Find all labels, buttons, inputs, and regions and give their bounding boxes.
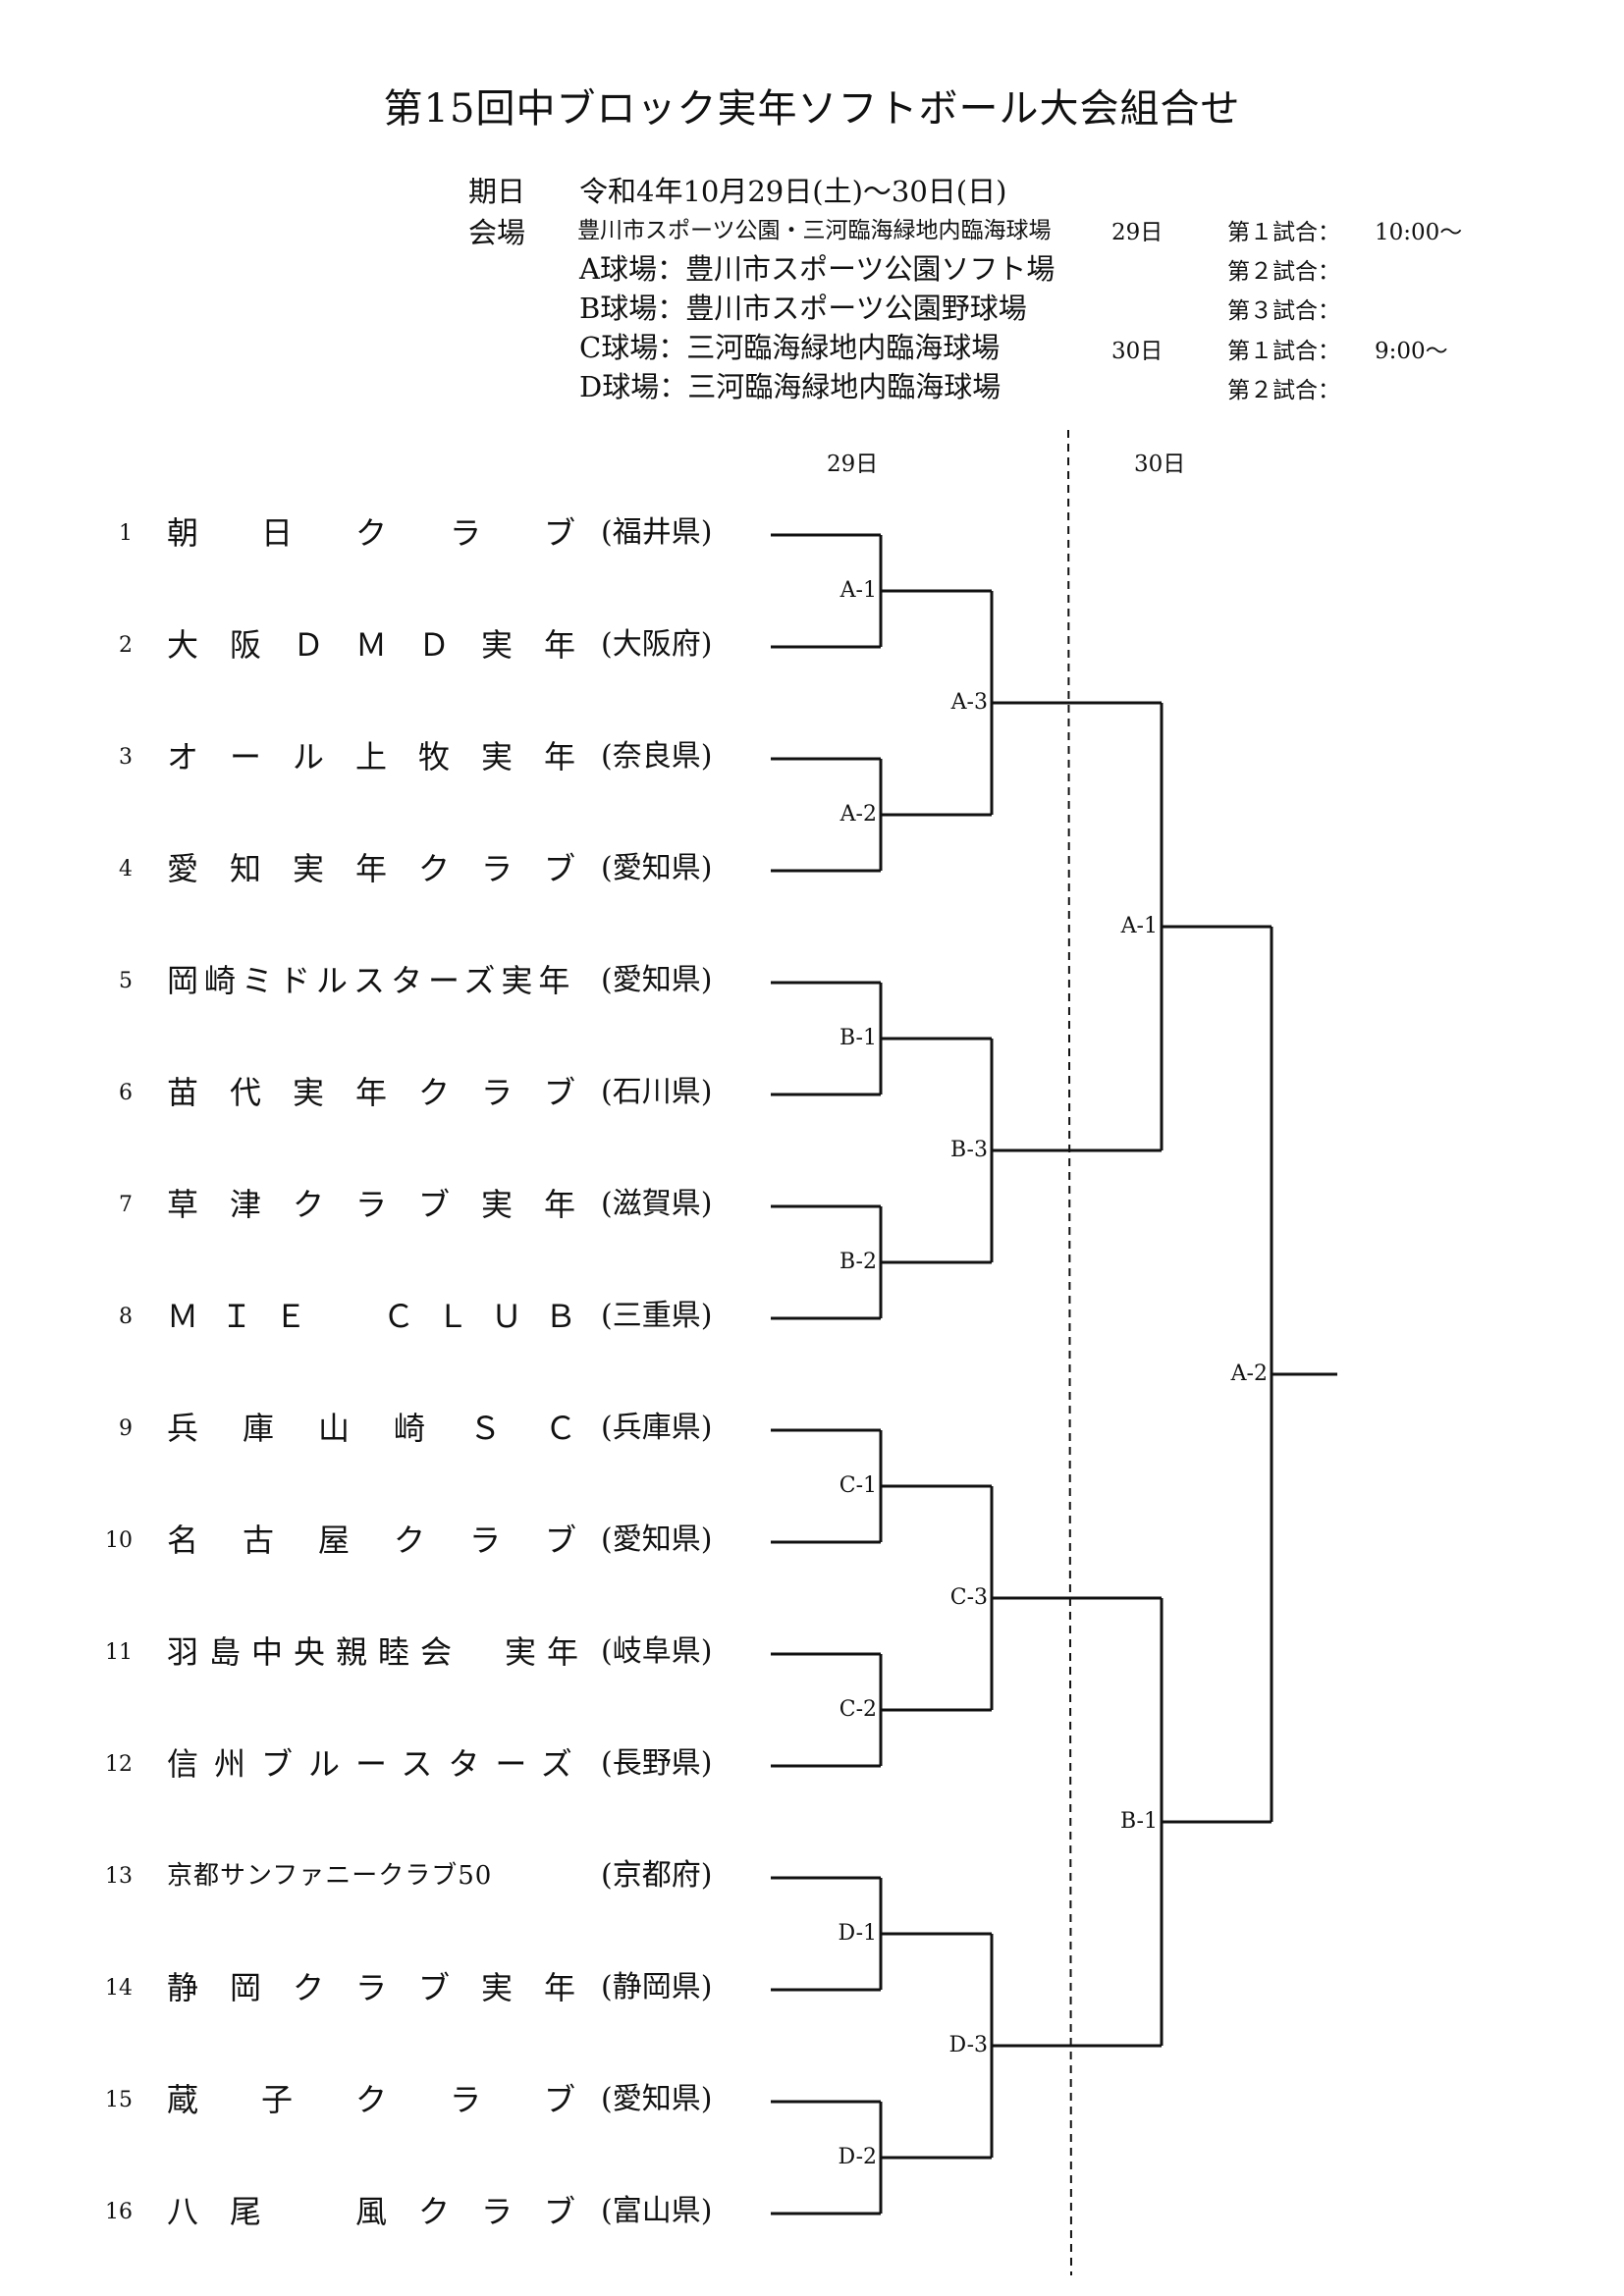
match-label: B-3: [935, 1138, 990, 1163]
game-label: 第１試合：: [1227, 339, 1340, 364]
team-prefecture: (愛知県): [601, 1522, 713, 1557]
team-prefecture: (大阪府): [601, 627, 713, 662]
page-title: 第15回中ブロック実年ソフトボール大会組合せ: [383, 86, 1241, 132]
team-prefecture: (長野県): [601, 1746, 713, 1781]
team-prefecture: (福井県): [601, 515, 713, 550]
field-d: D球場：三河臨海緑地内臨海球場: [579, 370, 1001, 403]
team-name: 苗代実年クラブ: [167, 1074, 608, 1111]
team-name: 朝 日 ク ラ ブ: [167, 514, 592, 552]
team-prefecture: (岐阜県): [601, 1634, 713, 1669]
match-label: A-1: [824, 578, 879, 604]
match-label: A-2: [824, 802, 879, 828]
match-label: B-2: [824, 1250, 879, 1275]
team-name: 大阪ＤＭＤ実年: [167, 626, 608, 664]
game-label: 第３試合：: [1227, 298, 1340, 324]
game-time: 9:00～: [1375, 339, 1448, 364]
team-number: 1: [119, 521, 133, 546]
match-label: A-1: [1105, 914, 1160, 939]
match-label: B-1: [824, 1026, 879, 1051]
team-number: 8: [119, 1305, 133, 1329]
game-time: 10:00～: [1375, 220, 1463, 245]
team-number: 2: [119, 633, 133, 658]
team-prefecture: (三重県): [601, 1299, 713, 1333]
team-prefecture: (滋賀県): [601, 1187, 713, 1221]
day-divider-line: [1067, 429, 1072, 2276]
match-label: A-3: [935, 690, 990, 716]
team-name: 羽島中央親睦会 実年: [167, 1633, 590, 1671]
team-prefecture: (京都府): [601, 1858, 713, 1893]
team-name: 草津クラブ実年: [167, 1186, 608, 1223]
date-label: 期日: [468, 175, 526, 208]
bracket-header-day-29: 29日: [827, 452, 879, 477]
field-a: A球場：豊川市スポーツ公園ソフト場: [579, 252, 1056, 286]
team-number: 7: [119, 1193, 133, 1217]
team-name: 京都サンファニークラブ50: [167, 1861, 493, 1891]
team-name: 名古屋クラブ: [167, 1522, 622, 1559]
match-label: B-1: [1105, 1809, 1160, 1835]
schedule-day-30: 30日: [1111, 339, 1164, 364]
team-prefecture: (愛知県): [601, 851, 713, 885]
match-label: D-3: [935, 2033, 990, 2058]
team-name: 兵庫山崎ＳＣ: [167, 1410, 622, 1447]
team-name: 八尾 風クラブ: [167, 2193, 608, 2230]
team-prefecture: (富山県): [601, 2194, 713, 2228]
team-number: 9: [119, 1416, 133, 1441]
team-name: ＭＩＥ ＣＬＵＢ: [167, 1298, 600, 1335]
field-b: B球場：豊川市スポーツ公園野球場: [579, 292, 1027, 325]
game-label: 第２試合：: [1227, 378, 1340, 403]
team-prefecture: (兵庫県): [601, 1411, 713, 1445]
team-number: 16: [105, 2200, 133, 2224]
match-label: A-2: [1215, 1362, 1270, 1387]
game-label: 第１試合：: [1227, 220, 1340, 245]
team-prefecture: (奈良県): [601, 739, 713, 774]
game-label: 第２試合：: [1227, 259, 1340, 285]
team-name: 岡崎ミドルスターズ実年: [167, 962, 576, 999]
match-label: C-3: [935, 1585, 990, 1611]
bracket-header-day-30: 30日: [1134, 452, 1186, 477]
team-prefecture: (愛知県): [601, 2082, 713, 2116]
team-number: 14: [105, 1976, 133, 2001]
team-prefecture: (石川県): [601, 1075, 713, 1109]
team-number: 3: [119, 745, 133, 770]
schedule-day-29: 29日: [1111, 220, 1164, 245]
team-name: 信州ブルースターズ: [167, 1745, 588, 1783]
team-number: 15: [105, 2088, 133, 2112]
team-number: 12: [105, 1752, 133, 1777]
match-label: C-1: [824, 1473, 879, 1499]
team-prefecture: (静岡県): [601, 1970, 713, 2004]
venue-main: 豊川市スポーツ公園・三河臨海緑地内臨海球場: [577, 218, 1052, 243]
match-label: C-2: [824, 1697, 879, 1723]
field-c: C球場：三河臨海緑地内臨海球場: [579, 331, 1001, 364]
team-prefecture: (愛知県): [601, 963, 713, 997]
team-number: 10: [105, 1528, 133, 1553]
match-label: D-2: [824, 2145, 879, 2170]
venue-label: 会場: [468, 216, 526, 249]
team-number: 4: [119, 857, 133, 881]
date-value: 令和4年10月29日(土)～30日(日): [579, 175, 1007, 208]
match-label: D-1: [824, 1921, 879, 1947]
team-number: 5: [119, 969, 133, 993]
team-number: 13: [105, 1864, 133, 1889]
team-name: オール上牧実年: [167, 738, 608, 775]
team-name: 静岡クラブ実年: [167, 1969, 608, 2006]
team-number: 6: [119, 1081, 133, 1105]
team-name: 蔵 子 ク ラ ブ: [167, 2081, 592, 2118]
team-number: 11: [105, 1640, 133, 1665]
team-name: 愛知実年クラブ: [167, 850, 608, 887]
